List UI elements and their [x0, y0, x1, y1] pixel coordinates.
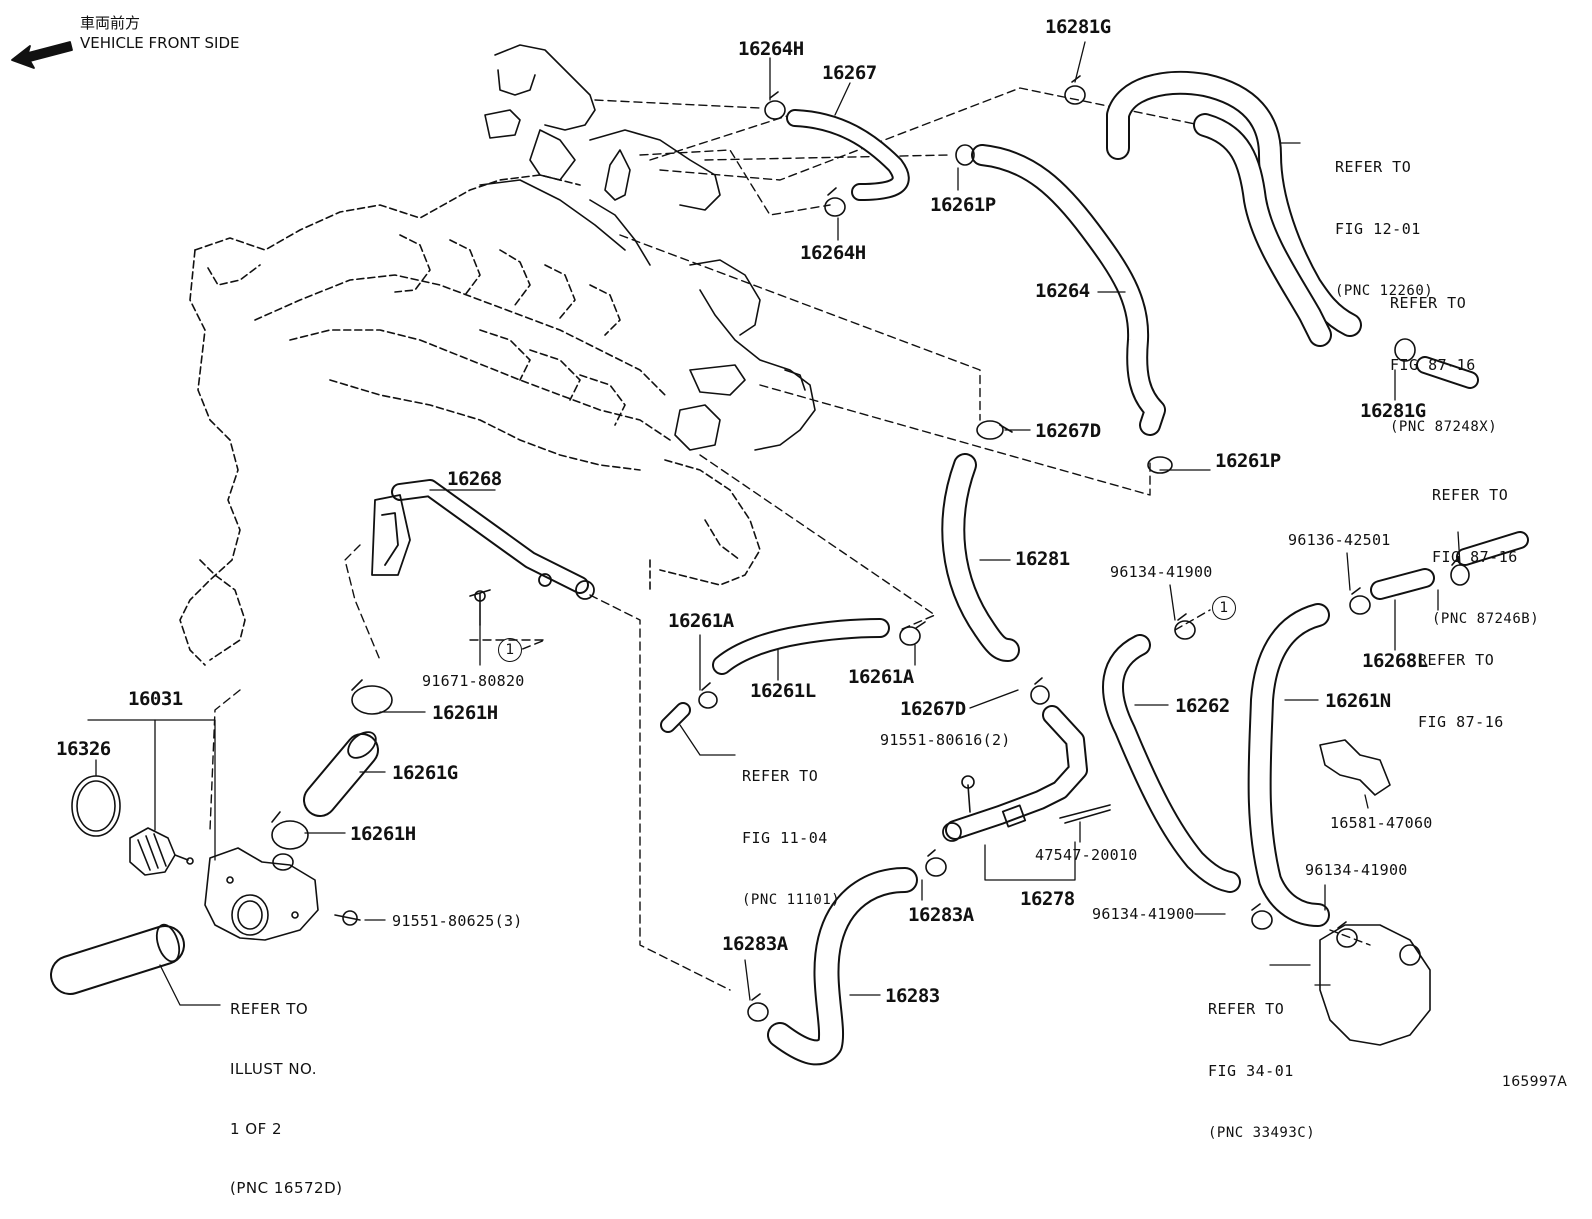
- reference-fig-34-01: REFER TO FIG 34-01 (PNC 33493C): [1208, 958, 1315, 1164]
- part-label-96134-41900-a: 96134-41900: [1110, 563, 1213, 581]
- header-japanese: 車両前方: [80, 14, 141, 32]
- reference-fig-87-16-b: REFER TO FIG 87-16 (PNC 87246B): [1432, 444, 1539, 650]
- reference-line: REFER TO: [1208, 1000, 1285, 1019]
- part-label-16264h-bottom: 16264H: [800, 242, 866, 264]
- part-label-47547-20010: 47547-20010: [1035, 846, 1138, 864]
- reference-line: (PNC 11101): [742, 891, 841, 908]
- part-label-16264h-top: 16264H: [738, 38, 804, 60]
- large-hose-lower-left: [50, 923, 185, 995]
- reference-line: FIG 87-16: [1432, 548, 1518, 567]
- thermostat-assembly: [71, 775, 319, 941]
- part-label-91551-80625: 91551-80625(3): [392, 912, 523, 930]
- reference-line: 1 OF 2: [230, 1119, 283, 1138]
- part-label-16281g-right: 16281G: [1360, 400, 1426, 422]
- reference-fig-87-16-a: REFER TO FIG 87-16 (PNC 87248X): [1390, 252, 1497, 458]
- hose-16281g: [1106, 70, 1362, 347]
- hose-16261l: [712, 618, 890, 675]
- part-label-16261h-b: 16261H: [350, 823, 416, 845]
- reference-line: FIG 87-16: [1390, 356, 1476, 375]
- reference-line: FIG 11-04: [742, 829, 828, 848]
- reference-line: (PNC 33493C): [1208, 1124, 1316, 1141]
- water-pipe-16268: [371, 479, 595, 600]
- callout-marker-1-right: 1: [1212, 596, 1236, 620]
- pipe-stubs: [660, 356, 1529, 733]
- reference-line: FIG 34-01: [1208, 1062, 1294, 1081]
- hose-clamps: [271, 75, 1470, 1022]
- engine-outline: [179, 174, 761, 666]
- part-label-16261n: 16261N: [1325, 690, 1391, 712]
- part-label-16261h-a: 16261H: [432, 702, 498, 724]
- reference-illust-no: REFER TO ILLUST NO. 1 OF 2 (PNC 16572D): [230, 960, 342, 1219]
- part-label-16283a-mid: 16283A: [908, 904, 974, 926]
- reference-line: REFER TO: [1432, 486, 1509, 505]
- part-label-16261p-top: 16261P: [930, 194, 996, 216]
- part-label-16261a-right: 16261A: [848, 666, 914, 688]
- reference-line: REFER TO: [1390, 294, 1467, 313]
- parts-diagram: [11, 41, 1529, 1066]
- header-vehicle-front-side: VEHICLE FRONT SIDE: [80, 34, 240, 52]
- part-label-16264: 16264: [1035, 280, 1090, 302]
- part-label-16283a-left: 16283A: [722, 933, 788, 955]
- hose-16281: [941, 453, 1020, 662]
- reference-line: FIG 12-01: [1335, 220, 1421, 239]
- part-label-16326: 16326: [56, 738, 111, 760]
- part-label-16261l: 16261L: [750, 680, 816, 702]
- part-label-16261g: 16261G: [392, 762, 458, 784]
- reference-line: FIG 87-16: [1418, 713, 1504, 732]
- hose-16267: [786, 109, 910, 201]
- part-label-16267: 16267: [822, 62, 877, 84]
- part-label-91671-80820: 91671-80820: [422, 672, 525, 690]
- part-label-91551-80616: 91551-80616(2): [880, 731, 1011, 749]
- short-hose-16268l: [1370, 568, 1435, 600]
- reference-fig-12-01: REFER TO FIG 12-01 (PNC 12260): [1335, 116, 1433, 322]
- hose-16283: [767, 867, 918, 1066]
- reference-line: REFER TO: [742, 767, 819, 786]
- hose-16262: [1102, 634, 1241, 893]
- part-label-16278: 16278: [1020, 888, 1075, 910]
- part-label-96134-41900-b: 96134-41900: [1305, 861, 1408, 879]
- reference-line: REFER TO: [230, 999, 309, 1018]
- hose-16261n: [1247, 603, 1330, 927]
- reference-line: ILLUST NO.: [230, 1059, 318, 1078]
- part-label-16581-47060: 16581-47060: [1330, 814, 1433, 832]
- reference-line: REFER TO: [1335, 158, 1412, 177]
- hose-16261g: [303, 731, 379, 817]
- part-label-16268l: 16268L: [1362, 650, 1428, 672]
- part-label-16261p-mid: 16261P: [1215, 450, 1281, 472]
- vehicle-front-arrow-icon: [11, 41, 73, 69]
- illustration-id: 165997A: [1502, 1074, 1568, 1090]
- reference-line: (PNC 12260): [1335, 282, 1434, 299]
- reference-fig-87-16-c: REFER TO FIG 87-16: [1418, 609, 1504, 754]
- part-label-16267d-low: 16267D: [900, 698, 966, 720]
- part-label-16281g-top: 16281G: [1045, 16, 1111, 38]
- part-label-96134-41900-c: 96134-41900: [1092, 905, 1195, 923]
- part-label-16268: 16268: [447, 468, 502, 490]
- part-label-16283: 16283: [885, 985, 940, 1007]
- small-components: [334, 589, 1431, 1046]
- throttle-body-outline: [479, 44, 816, 451]
- callout-marker-1-left: 1: [498, 638, 522, 662]
- part-label-16281: 16281: [1015, 548, 1070, 570]
- part-label-16262: 16262: [1175, 695, 1230, 717]
- part-label-16267d-top: 16267D: [1035, 420, 1101, 442]
- reference-line: (PNC 87248X): [1390, 418, 1498, 435]
- hose-16264: [971, 144, 1166, 436]
- reference-line: (PNC 87246B): [1432, 610, 1540, 627]
- part-label-96136-42501: 96136-42501: [1288, 531, 1391, 549]
- reference-fig-11-04: REFER TO FIG 11-04 (PNC 11101): [742, 725, 840, 931]
- part-label-16261a-left: 16261A: [668, 610, 734, 632]
- leader-lines: [87, 41, 1461, 1006]
- part-label-16031: 16031: [128, 688, 183, 710]
- reference-line: REFER TO: [1418, 651, 1495, 670]
- reference-line: (PNC 16572D): [230, 1179, 343, 1198]
- water-pipe-16278: [942, 705, 1088, 842]
